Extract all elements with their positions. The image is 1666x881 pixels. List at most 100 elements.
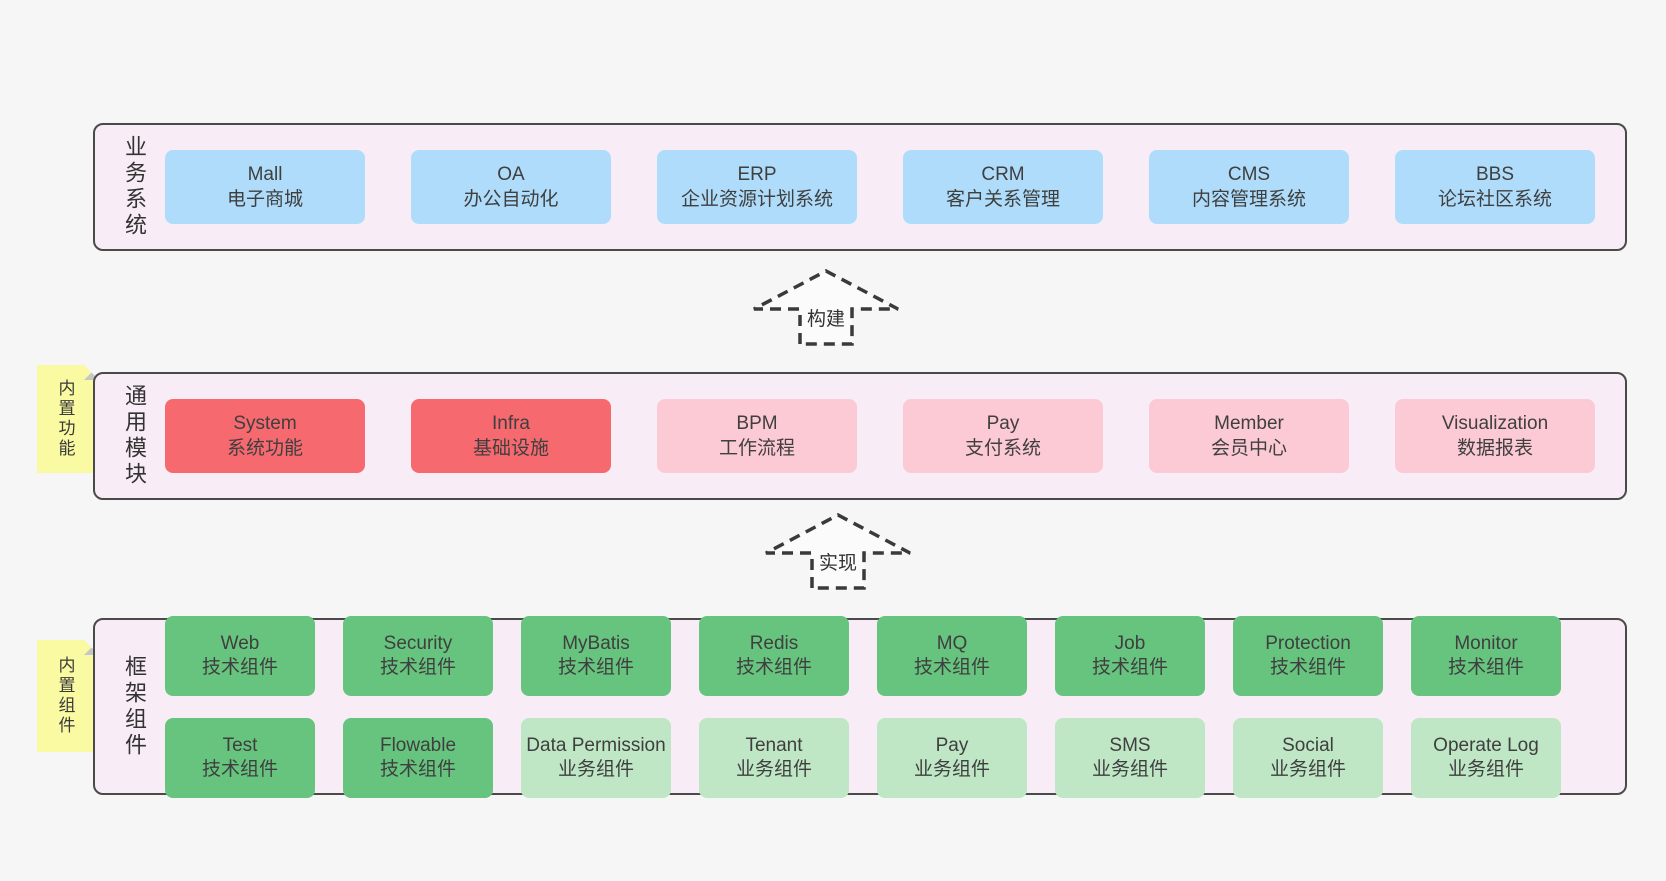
component-desc: 业务组件 — [1269, 758, 1346, 780]
component-name: Web — [220, 632, 260, 654]
component-desc: 数据报表 — [1456, 438, 1533, 459]
component-box: BBS 论坛社区系统 — [1395, 150, 1595, 224]
component-desc: 技术组件 — [379, 758, 456, 780]
component-box: BPM 工作流程 — [657, 399, 857, 473]
component-name: CRM — [981, 164, 1025, 185]
component-box: OA 办公自动化 — [411, 150, 611, 224]
component-name: Pay — [935, 734, 969, 756]
component-desc: 技术组件 — [1091, 656, 1168, 678]
component-name: BPM — [736, 413, 778, 434]
component-name: CMS — [1227, 164, 1271, 185]
component-desc: 业务组件 — [913, 758, 990, 780]
component-desc: 技术组件 — [1269, 656, 1346, 678]
component-box: Test 技术组件 — [165, 717, 315, 798]
component-box: MyBatis 技术组件 — [521, 615, 671, 696]
component-desc: 办公自动化 — [463, 189, 559, 210]
component-box: Web 技术组件 — [165, 615, 315, 696]
component-name: MQ — [936, 632, 968, 654]
component-desc: 技术组件 — [201, 758, 278, 780]
layer-business-label: 业务系统 — [122, 135, 147, 239]
component-desc: 业务组件 — [557, 758, 634, 780]
component-name: Job — [1114, 632, 1146, 654]
component-name: Data Permission — [526, 734, 666, 756]
component-name: BBS — [1475, 164, 1515, 185]
component-box: Mall 电子商城 — [165, 150, 365, 224]
layer-common-label: 通用模块 — [122, 384, 147, 488]
component-desc: 技术组件 — [735, 656, 812, 678]
common-module-boxes: System 系统功能 Infra 基础设施 BPM 工作流程 Pay 支付系统… — [165, 399, 1609, 473]
component-name: Tenant — [745, 734, 803, 756]
component-box: CRM 客户关系管理 — [903, 150, 1103, 224]
component-desc: 技术组件 — [201, 656, 278, 678]
component-box: Job 技术组件 — [1055, 615, 1205, 696]
component-desc: 技术组件 — [379, 656, 456, 678]
component-box: Tenant 业务组件 — [699, 717, 849, 798]
component-name: Member — [1214, 413, 1284, 434]
component-name: Flowable — [379, 734, 457, 756]
component-name: Visualization — [1441, 413, 1549, 434]
component-box: Protection 技术组件 — [1233, 615, 1383, 696]
layer-common-modules: 通用模块 System 系统功能 Infra 基础设施 BPM 工作流程 Pay… — [93, 372, 1627, 500]
component-desc: 会员中心 — [1210, 438, 1287, 459]
arrow-implement-label: 实现 — [815, 548, 861, 575]
component-desc: 客户关系管理 — [945, 189, 1060, 210]
layer-framework-label: 框架组件 — [122, 654, 147, 759]
component-desc: 业务组件 — [735, 758, 812, 780]
component-desc: 内容管理系统 — [1191, 189, 1306, 210]
component-desc: 业务组件 — [1091, 758, 1168, 780]
sticky-note-builtin-components: 内置组件 — [37, 640, 99, 752]
component-box: Pay 支付系统 — [903, 399, 1103, 473]
component-name: Monitor — [1454, 632, 1518, 654]
component-name: System — [233, 413, 297, 434]
arrow-implement: 实现 — [763, 512, 913, 590]
sticky-note-text: 内置组件 — [55, 656, 75, 736]
component-box: Pay 业务组件 — [877, 717, 1027, 798]
component-desc: 系统功能 — [226, 438, 303, 459]
component-box: Member 会员中心 — [1149, 399, 1349, 473]
arrow-build: 构建 — [751, 268, 901, 346]
component-box: Visualization 数据报表 — [1395, 399, 1595, 473]
component-box: MQ 技术组件 — [877, 615, 1027, 696]
component-name: Test — [222, 734, 258, 756]
component-name: MyBatis — [562, 632, 630, 654]
component-box: Redis 技术组件 — [699, 615, 849, 696]
component-name: Infra — [491, 413, 531, 434]
component-box: ERP 企业资源计划系统 — [657, 150, 857, 224]
component-name: ERP — [737, 164, 777, 185]
component-name: Operate Log — [1433, 734, 1539, 756]
layer-framework-components: 框架组件 Web 技术组件 Security 技术组件 MyBatis 技术组件… — [93, 615, 1627, 798]
component-desc: 电子商城 — [226, 189, 303, 210]
component-box: Flowable 技术组件 — [343, 717, 493, 798]
component-desc: 论坛社区系统 — [1437, 189, 1552, 210]
sticky-note-text: 内置功能 — [55, 379, 75, 459]
component-name: Mall — [247, 164, 283, 185]
component-desc: 技术组件 — [1447, 656, 1524, 678]
component-box: Operate Log 业务组件 — [1411, 717, 1561, 798]
business-boxes: Mall 电子商城 OA 办公自动化 ERP 企业资源计划系统 CRM 客户关系… — [165, 150, 1609, 224]
component-desc: 工作流程 — [718, 438, 795, 459]
framework-component-boxes: Web 技术组件 Security 技术组件 MyBatis 技术组件 Redi… — [165, 615, 1609, 798]
component-desc: 技术组件 — [557, 656, 634, 678]
layer-business-systems: 业务系统 Mall 电子商城 OA 办公自动化 ERP 企业资源计划系统 CRM… — [93, 123, 1627, 251]
component-desc: 技术组件 — [913, 656, 990, 678]
component-box: Data Permission 业务组件 — [521, 717, 671, 798]
component-box: System 系统功能 — [165, 399, 365, 473]
component-name: Pay — [986, 413, 1020, 434]
sticky-note-builtin-features: 内置功能 — [37, 365, 99, 473]
component-name: SMS — [1109, 734, 1151, 756]
component-name: Security — [383, 632, 453, 654]
component-name: Protection — [1265, 632, 1351, 654]
component-box: Infra 基础设施 — [411, 399, 611, 473]
component-box: CMS 内容管理系统 — [1149, 150, 1349, 224]
component-name: OA — [497, 164, 525, 185]
arrow-build-label: 构建 — [803, 304, 849, 331]
component-box: SMS 业务组件 — [1055, 717, 1205, 798]
component-desc: 基础设施 — [472, 438, 549, 459]
component-name: Social — [1282, 734, 1334, 756]
component-box: Social 业务组件 — [1233, 717, 1383, 798]
component-desc: 企业资源计划系统 — [680, 189, 833, 210]
component-desc: 支付系统 — [964, 438, 1041, 459]
component-name: Redis — [749, 632, 799, 654]
component-box: Security 技术组件 — [343, 615, 493, 696]
